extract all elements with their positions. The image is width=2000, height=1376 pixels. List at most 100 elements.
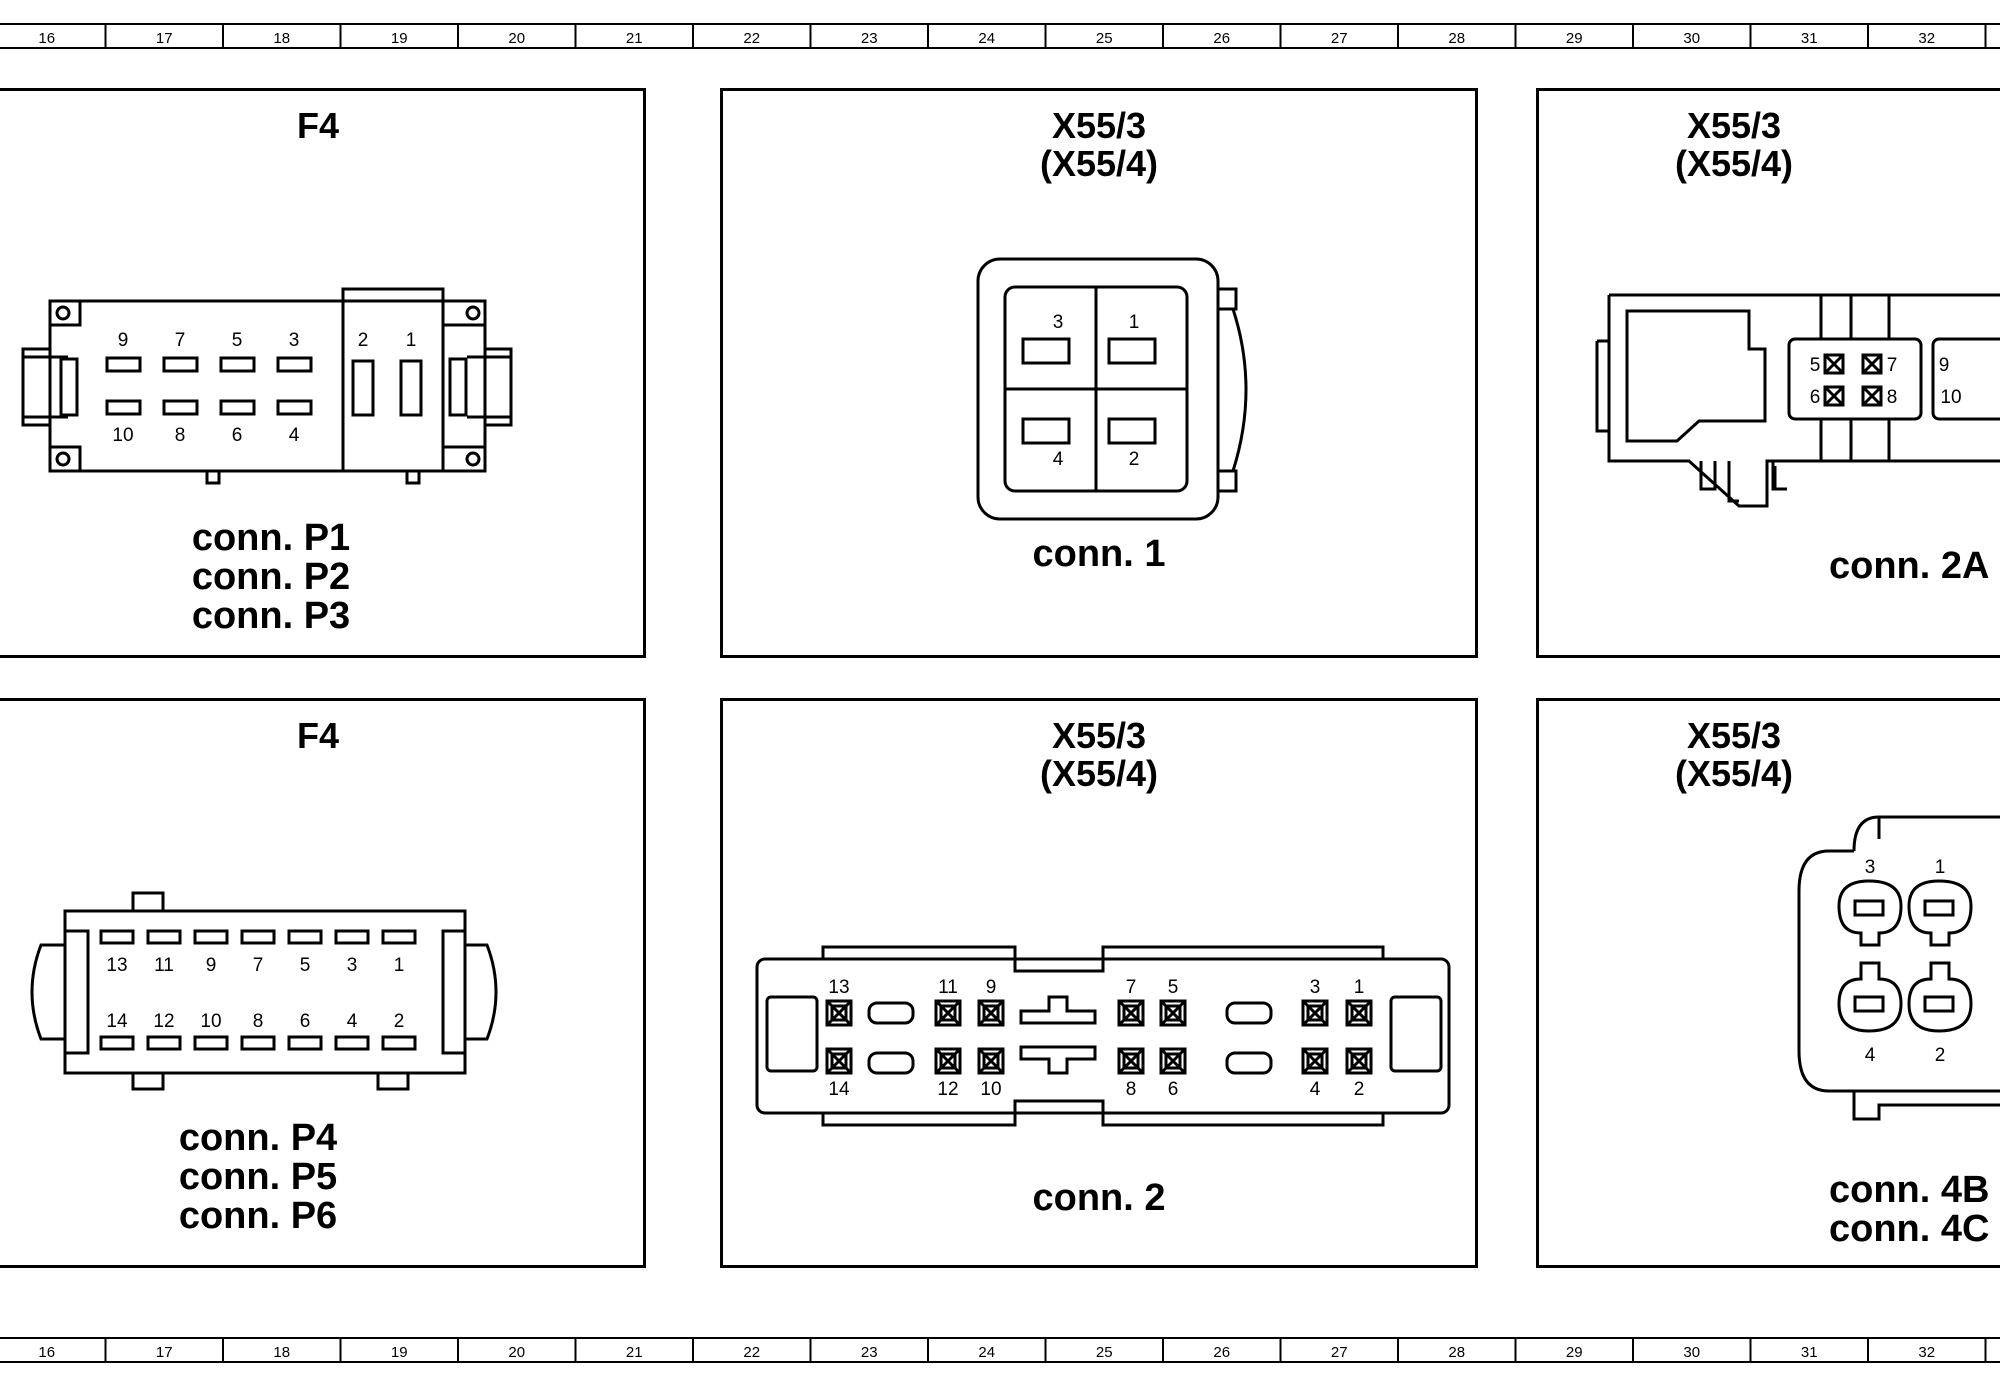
connector-label: conn. 4C [1829, 1208, 1990, 1250]
pin-label: 9 [206, 955, 217, 976]
connector-f4-p1-drawing: 9 7 5 3 10 8 6 4 2 1 [21, 287, 513, 485]
connector-f4-p4-drawing: 13 11 9 7 5 3 1 14 12 10 8 6 4 2 [30, 891, 498, 1091]
terminal-cross [1159, 999, 1187, 1027]
ruler-label: 17 [156, 30, 173, 47]
ruler-label: 26 [1213, 30, 1230, 47]
ruler-label: 16 [38, 30, 55, 47]
ruler-label: 27 [1331, 30, 1348, 47]
terminal-inner [1164, 1052, 1182, 1070]
pin-label: 2 [1129, 449, 1140, 470]
terminal-inner [1122, 1052, 1140, 1070]
terminal-slot [240, 1035, 276, 1051]
ruler-label: 27 [1331, 1344, 1348, 1361]
pin-label: 4 [289, 425, 300, 446]
terminal-slot [240, 929, 276, 945]
ruler-label: 21 [626, 30, 643, 47]
terminal-inner [939, 1004, 957, 1022]
terminal-cell [977, 1047, 1005, 1075]
ruler-label: 24 [978, 30, 995, 47]
pin-label: 5 [1810, 355, 1821, 376]
connector-label: conn. 2 [1032, 1177, 1166, 1219]
pin-label: 6 [232, 425, 243, 446]
terminal-slot [381, 929, 417, 945]
pin-label: 13 [828, 977, 849, 998]
connector-label: conn. P2 [191, 556, 351, 598]
pin-label: 12 [153, 1011, 174, 1032]
connector-label-list: conn. P4 conn. P5 conn. P6 [0, 1119, 523, 1236]
pin-label: 6 [300, 1011, 311, 1032]
panel-f4-top: F4 [0, 88, 646, 658]
pin-label: 8 [175, 425, 186, 446]
pin-label: 3 [1865, 857, 1876, 878]
ruler-label: 32 [1918, 1344, 1935, 1361]
ruler-label: 29 [1566, 1344, 1583, 1361]
terminal-slot [193, 929, 229, 945]
pin-label: 4 [1053, 449, 1064, 470]
terminal-cross [825, 999, 853, 1027]
pin-label: 5 [1168, 977, 1179, 998]
terminal-inner [830, 1004, 848, 1022]
ruler-label: 31 [1801, 30, 1818, 47]
terminal-slot [334, 929, 370, 945]
ruler-label: 24 [978, 1344, 995, 1361]
terminal-slot [99, 1035, 135, 1051]
terminal-inner [1122, 1004, 1140, 1022]
terminal-inner [1164, 1004, 1182, 1022]
connector-label: conn. P3 [191, 595, 351, 637]
pin-label: 4 [1865, 1045, 1876, 1066]
pin-label: 6 [1810, 387, 1821, 408]
terminal-cell [1345, 999, 1373, 1027]
terminal-cell [1159, 1047, 1187, 1075]
terminal-inner [1350, 1004, 1368, 1022]
pin-label: 6 [1168, 1079, 1179, 1100]
connector-4-drawing: 3 1 4 2 [1797, 815, 2000, 1121]
terminal-slot [193, 1035, 229, 1051]
pin-label: 5 [232, 330, 243, 351]
terminal-cell [1159, 999, 1187, 1027]
pin-label: 7 [1126, 977, 1137, 998]
terminal-cross [1117, 999, 1145, 1027]
ruler-label: 21 [626, 1344, 643, 1361]
pin-label: 9 [1939, 355, 1950, 376]
pin-label: 5 [300, 955, 311, 976]
pin-label: 2 [1935, 1045, 1946, 1066]
terminal-cell [1117, 999, 1145, 1027]
ruler-label: 28 [1448, 30, 1465, 47]
pin-label: 7 [253, 955, 264, 976]
ruler-label: 16 [38, 1344, 55, 1361]
panel-title-line2: (X55/4) [1674, 143, 1794, 184]
ruler-label: 32 [1918, 30, 1935, 47]
terminal-cross [1159, 1047, 1187, 1075]
pin-label: 9 [118, 330, 129, 351]
ruler-label: 19 [391, 1344, 408, 1361]
pin-label: 10 [980, 1079, 1001, 1100]
ruler-label: 23 [861, 30, 878, 47]
pin-label: 2 [358, 330, 369, 351]
pin-label: 4 [347, 1011, 358, 1032]
ruler-label: 30 [1683, 1344, 1700, 1361]
terminal-cell [977, 999, 1005, 1027]
pin-label: 7 [175, 330, 186, 351]
pin-label: 3 [1310, 977, 1321, 998]
ruler-label: 18 [273, 30, 290, 47]
panel-title-line1: X55/3 [1051, 105, 1147, 146]
ruler-label: 20 [508, 30, 525, 47]
terminal-cross [934, 999, 962, 1027]
ruler-label: 20 [508, 1344, 525, 1361]
ruler-label: 25 [1096, 1344, 1113, 1361]
connector-label: conn. P4 [178, 1117, 338, 1159]
terminal-slot [99, 929, 135, 945]
terminal-cross [934, 1047, 962, 1075]
panel-title: F4 [296, 715, 339, 756]
ruler-label: 28 [1448, 1344, 1465, 1361]
terminal-cell [1345, 1047, 1373, 1075]
connector-label: conn. P6 [178, 1195, 338, 1237]
terminal-cell [1301, 1047, 1329, 1075]
pin-label: 12 [937, 1079, 958, 1100]
connector-label: conn. P1 [191, 517, 351, 559]
connector-label-list: conn. 4B conn. 4C [1829, 1171, 1989, 1249]
